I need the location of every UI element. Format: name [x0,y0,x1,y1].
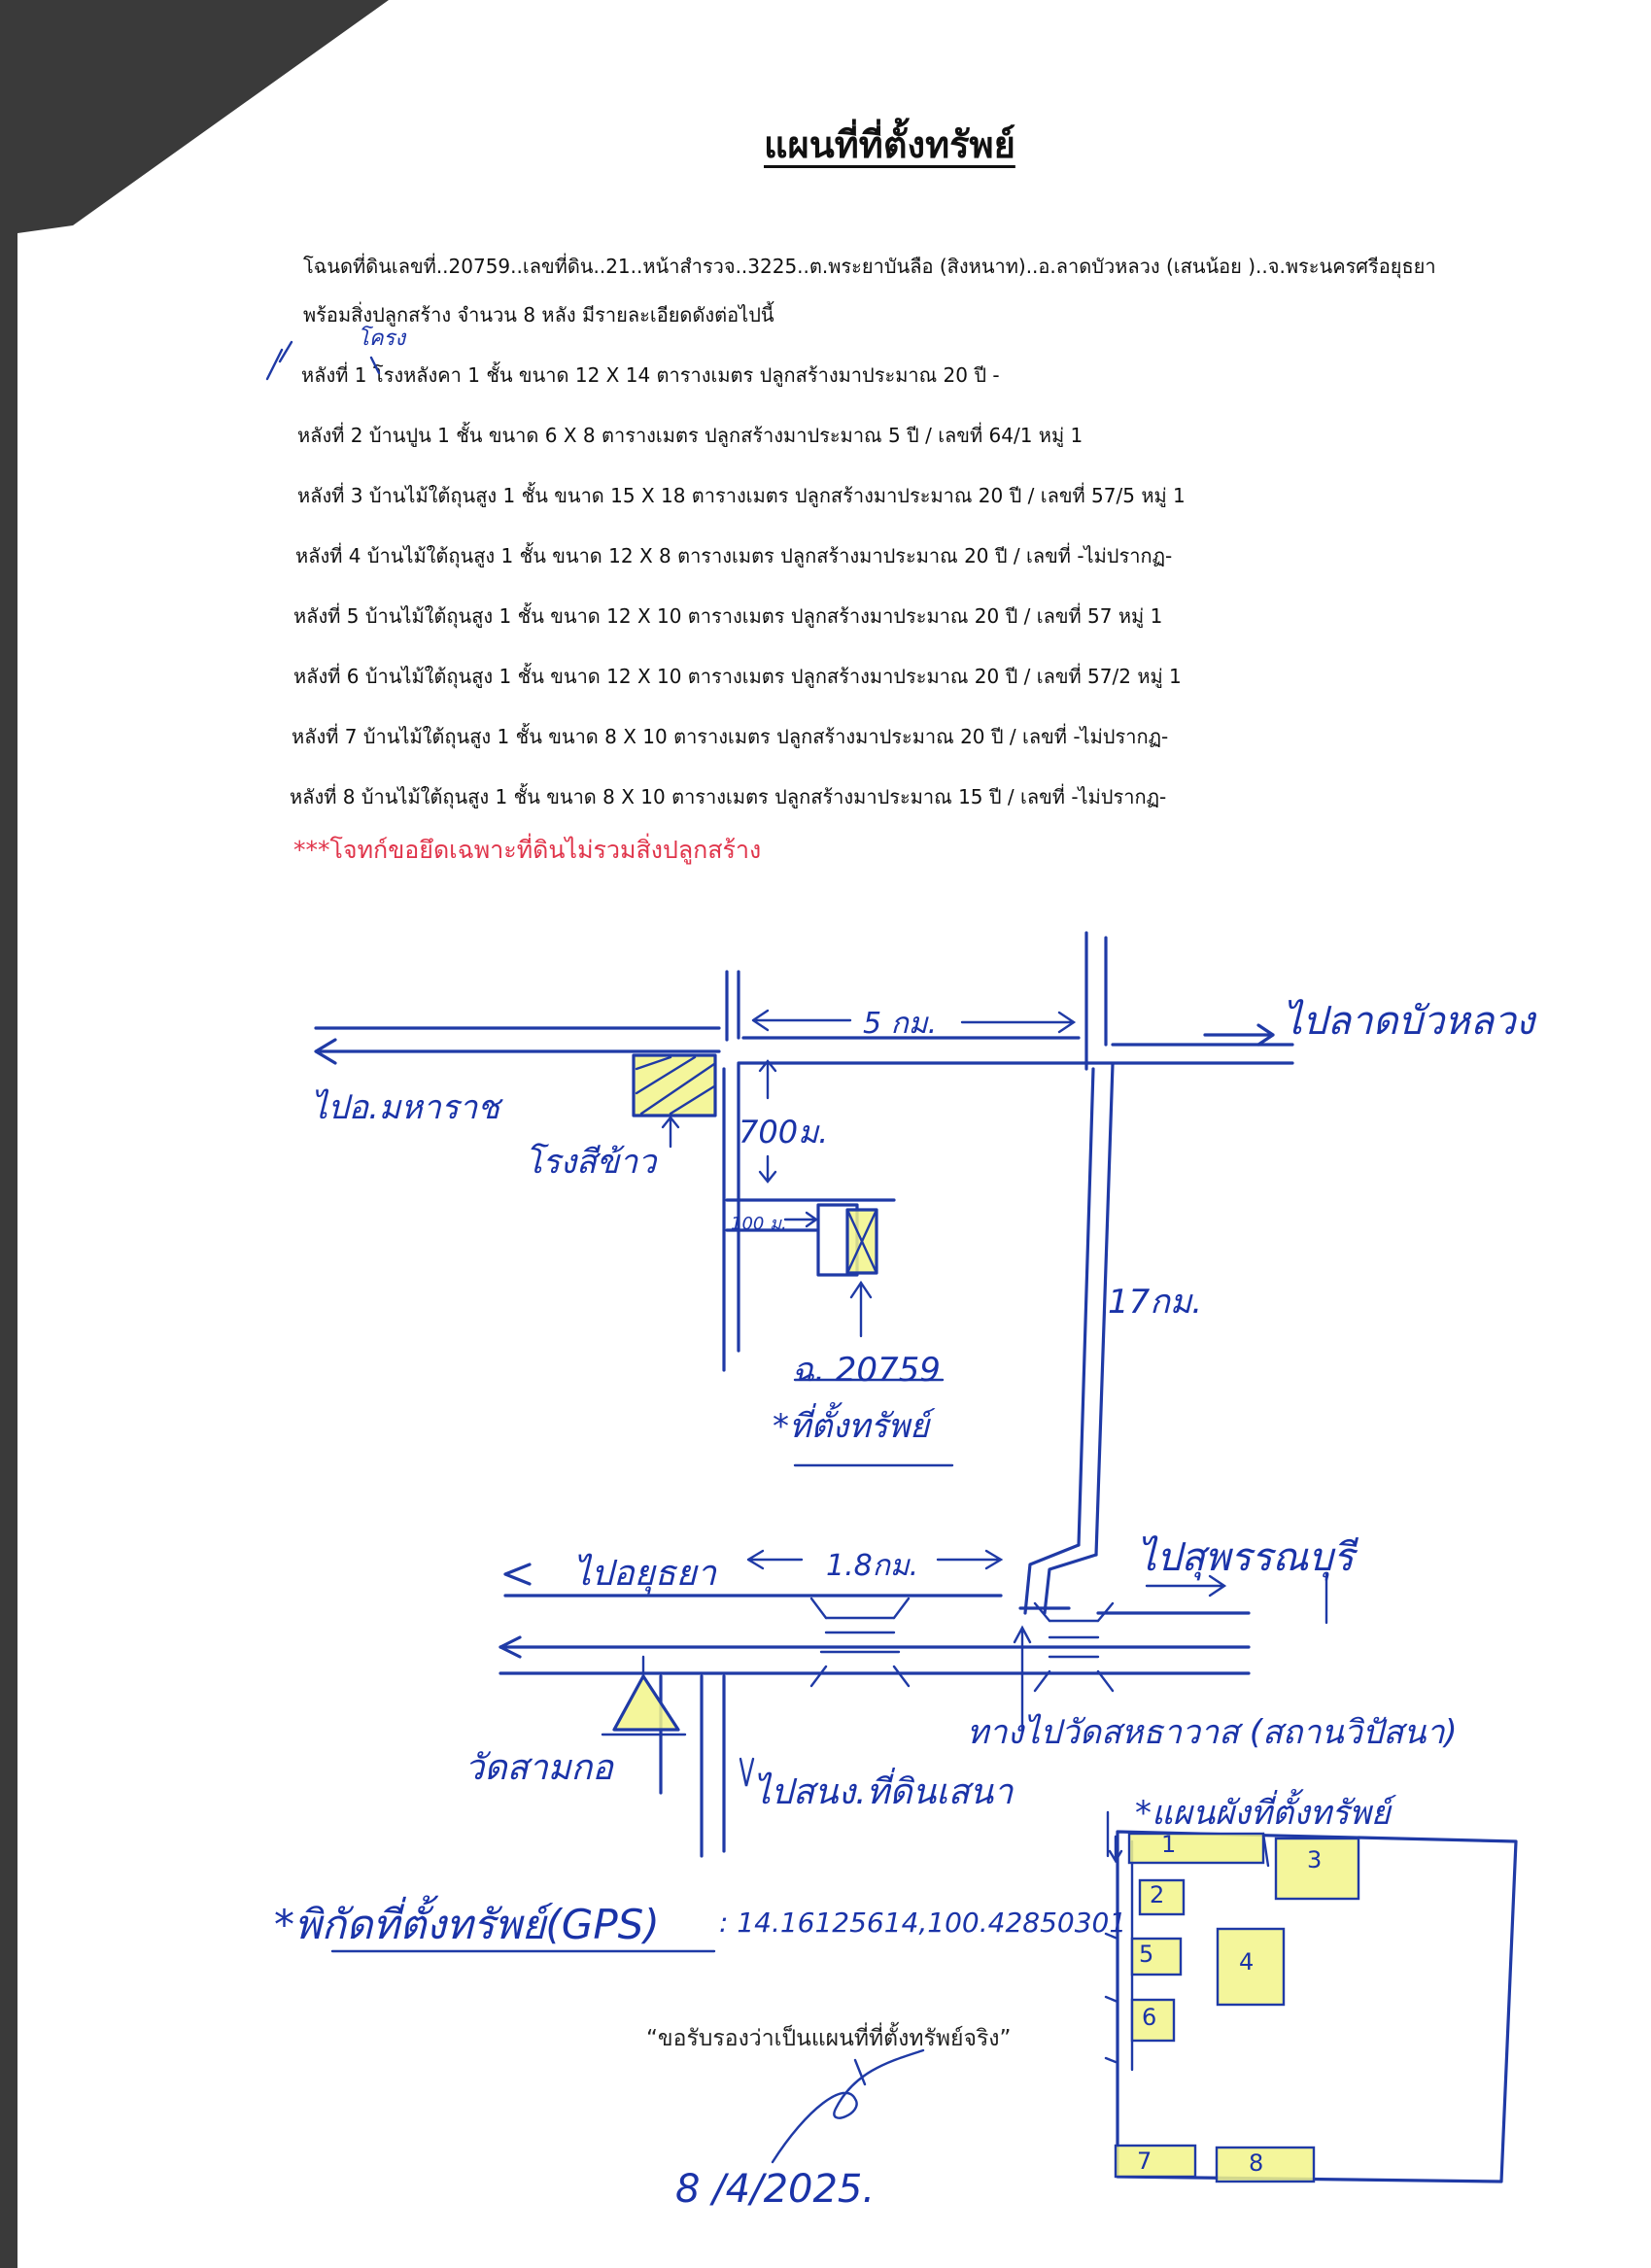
site-plan-building-7: 7 [1137,2148,1152,2175]
site-plan-building-5: 5 [1139,1941,1154,1968]
building-line-6: หลังที่ 6 บ้านไม้ใต้ถุนสูง 1 ชั้น ขนาด 1… [293,665,1182,688]
building-line-1: หลังที่ 1 โรงหลังคา 1 ชั้น ขนาด 12 X 14 … [301,363,1000,387]
label-distance-1-8km: 1.8กม. [826,1549,919,1583]
label-to-maharat: ไปอ.มหาราช [311,1088,500,1127]
label-wat-name: วัดสามกอ [464,1748,613,1788]
arrow-down-icon [758,1154,777,1184]
label-distance-700m: 700ม. [739,1114,829,1151]
building-line-8: หลังที่ 8 บ้านไม้ใต้ถุนสูง 1 ชั้น ขนาด 8… [290,785,1167,808]
site-plan-building-1: 1 [1161,1831,1177,1858]
arrow-left-icon [503,1563,532,1586]
label-to-ayutthaya: ไปอยุธยา [573,1554,716,1594]
page-title: แผนที่ที่ตั้งทรัพย์ [764,123,1015,166]
label-to-wat: ทางไปวัดสหธาวาส (สถานวิปัสนา) [967,1713,1458,1752]
arrow-right-icon [1145,1574,1227,1598]
label-distance-5km: 5 กม. [863,1007,938,1041]
gps-coordinates: : 14.16125614,100.42850301 [719,1907,1127,1939]
buildings-summary-line: พร้อมสิ่งปลูกสร้าง จำนวน 8 หลัง มีรายละเ… [303,303,774,326]
arrow-up-icon [1013,1625,1032,1732]
label-deed-number: ฉ. 20759 [792,1351,941,1390]
label-to-land-office: ไปสนง.ที่ดินเสนา [753,1772,1014,1812]
signature-icon [771,2048,925,2164]
arrow-left-icon [314,1038,337,1065]
arrow-down-icon [1108,1835,1123,1864]
arrow-right-icon [1203,1023,1275,1047]
label-rice-mill: โรงสีข้าว [525,1143,657,1182]
site-plan-building-8: 8 [1249,2149,1264,2177]
arrow-left-icon [499,1635,522,1659]
bridge-icon [1033,1601,1115,1693]
building-line-3: หลังที่ 3 บ้านไม้ใต้ถุนสูง 1 ชั้น ขนาด 1… [297,484,1186,507]
arrow-left-icon [746,1549,804,1570]
strike-mark-icon [369,356,381,375]
arrow-up-icon [661,1116,680,1149]
certification-statement: “ขอรับรองว่าเป็นแผนที่ที่ตั้งทรัพย์จริง” [646,2026,1012,2051]
building-line-4: หลังที่ 4 บ้านไม้ใต้ถุนสูง 1 ชั้น ขนาด 1… [295,544,1173,567]
signed-date: 8 /4/2025. [675,2167,876,2212]
label-distance-100m: 100 ม. [731,1214,787,1234]
temple-icon [612,1674,680,1732]
label-property-location: *ที่ตั้งทรัพย์ [773,1407,930,1446]
site-plan-building-3: 3 [1307,1846,1323,1873]
gps-label: *พิกัดที่ตั้งทรัพย์(GPS) [274,1901,660,1948]
warning-note: ***โจทก์ขอยึดเฉพาะที่ดินไม่รวมสิ่งปลูกสร… [293,836,762,864]
site-plan-title: *แผนผังที่ตั้งทรัพย์ [1135,1794,1391,1833]
deed-info-line: โฉนดที่ดินเลขที่..20759..เลขที่ดิน..21..… [303,255,1436,278]
building-line-2: หลังที่ 2 บ้านปูน 1 ชั้น ขนาด 6 X 8 ตารา… [297,424,1083,447]
building-line-5: หลังที่ 5 บ้านไม้ใต้ถุนสูง 1 ชั้น ขนาด 1… [293,604,1163,628]
label-to-lat-bua-luang: ไปลาดบัวหลวง [1283,999,1535,1044]
building-line-7: หลังที่ 7 บ้านไม้ใต้ถุนสูง 1 ชั้น ขนาด 8… [292,725,1169,748]
label-to-suphanburi: ไปสุพรรณบุรี [1137,1535,1355,1580]
correction-mark-icon [265,340,293,381]
arrow-down-icon [739,1757,755,1787]
site-plan-building-6: 6 [1142,2004,1157,2031]
site-plan-building-2: 2 [1150,1881,1165,1908]
arrow-right-icon [936,1549,1004,1570]
bridge-icon [809,1597,911,1688]
site-plan [1104,1810,1518,2183]
arrow-right-icon [783,1211,819,1228]
arrow-up-icon [758,1059,777,1100]
label-distance-17km: 17กม. [1108,1283,1203,1322]
handwritten-correction: โครง [358,326,406,351]
site-plan-building-4: 4 [1239,1948,1255,1976]
arrow-left-icon [751,1009,852,1032]
arrow-up-icon [849,1280,873,1338]
arrow-right-icon [960,1011,1077,1034]
